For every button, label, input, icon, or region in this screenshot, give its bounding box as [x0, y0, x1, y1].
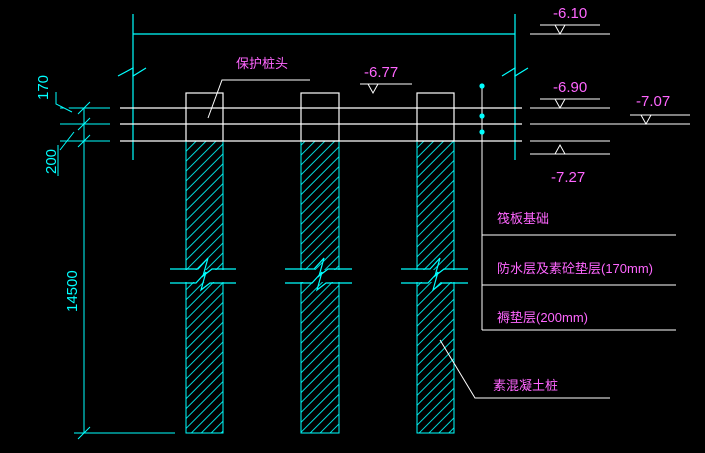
left-dimensions [55, 92, 175, 440]
elevation-cushion-bottom: -7.27 [551, 169, 585, 186]
leader-dots [479, 83, 485, 135]
label-raft-foundation: 筏板基础 [497, 211, 549, 226]
elevation-markers [360, 24, 690, 155]
elevation-marker-cushion-top [640, 114, 652, 126]
pile-heads [185, 92, 455, 142]
pile-break-lines [170, 257, 468, 292]
elevation-extension-lines [530, 33, 690, 155]
label-pile-head: 保护桩头 [236, 56, 288, 71]
layer-lines [120, 107, 522, 142]
dimension-200: 200 [43, 149, 60, 174]
dimension-170: 170 [35, 75, 52, 100]
leader-lines [207, 79, 676, 399]
elevation-marker-cushion-bottom [554, 143, 566, 155]
pile-3 [416, 140, 455, 434]
elevation-cushion-top: -7.07 [636, 93, 670, 110]
pile-head-1 [185, 92, 224, 142]
label-cushion-layer: 褥垫层(200mm) [497, 310, 588, 325]
pile-head-2 [300, 92, 340, 142]
elevation-top: -6.10 [553, 5, 587, 22]
dimension-pile-length: 14500 [64, 270, 81, 312]
label-concrete-pile: 素混凝土桩 [493, 378, 558, 393]
elevation-marker-top [554, 24, 566, 36]
elevation-marker-pile-top [367, 83, 379, 95]
elevation-raft-bottom: -6.90 [553, 79, 587, 96]
pile-head-3 [416, 92, 455, 142]
label-waterproof-layer: 防水层及素砼垫层(170mm) [497, 261, 653, 276]
foundation-lines [117, 14, 529, 160]
elevation-marker-raft-bottom [554, 98, 566, 110]
elevation-pile-top: -6.77 [364, 64, 398, 81]
